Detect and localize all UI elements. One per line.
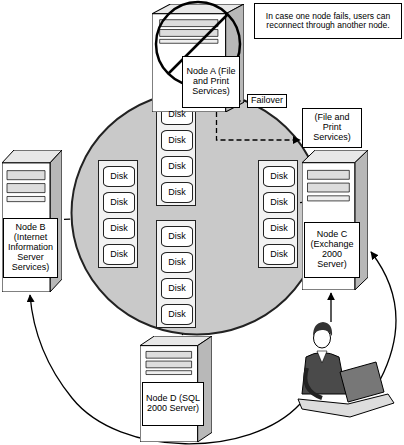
disk-label: Disk	[104, 245, 134, 264]
note-box: In case one node fails, users can reconn…	[254, 3, 402, 39]
disk-label: Disk	[162, 157, 192, 176]
connector-line	[64, 218, 70, 220]
disk-label: Disk	[162, 183, 192, 202]
server-illustration	[152, 4, 244, 112]
disk-label: Disk	[162, 105, 192, 124]
disk: Disk	[161, 182, 193, 203]
node-label: Node A (File and Print Services)	[182, 56, 240, 108]
node-label: Node B (Internet Information Server Serv…	[3, 218, 58, 278]
edge-label: Failover	[247, 94, 287, 108]
reconnect-arc	[371, 252, 396, 380]
storage-ellipse	[72, 92, 323, 335]
disk: Disk	[103, 244, 135, 265]
disk-label: Disk	[264, 245, 294, 264]
disk-label: Disk	[162, 279, 192, 298]
disk: Disk	[161, 130, 193, 151]
disk-stack: DiskDiskDiskDisk	[258, 160, 298, 268]
disk-label: Disk	[162, 253, 192, 272]
disk: Disk	[161, 278, 193, 299]
user-hair	[313, 322, 332, 336]
user-head	[314, 328, 331, 348]
disk-label: Disk	[162, 227, 192, 246]
connector-line	[300, 200, 323, 202]
disk-stack: DiskDiskDiskDisk	[156, 98, 196, 206]
disk: Disk	[103, 166, 135, 187]
server-illustration	[2, 150, 62, 292]
disk: Disk	[161, 304, 193, 325]
note-text: In case one node fails, users can reconn…	[255, 4, 401, 38]
disk: Disk	[263, 192, 295, 213]
disk-label: Disk	[264, 167, 294, 186]
disk-label: Disk	[104, 193, 134, 212]
connector-line	[197, 90, 198, 112]
node-label: (File and Print Services)	[302, 108, 362, 148]
reconnect-arrow	[330, 293, 331, 322]
user-body	[302, 353, 346, 395]
disk-label: Disk	[264, 193, 294, 212]
server-node: (File and Print Services) Node C (Exchang…	[300, 108, 370, 290]
node-label: Node D (SQL 2000 Server)	[142, 382, 204, 426]
shared-disk-array: DiskDiskDiskDiskDiskDiskDiskDiskDiskDisk…	[70, 90, 324, 336]
disk: Disk	[263, 218, 295, 239]
laptop-screen	[340, 362, 384, 402]
disk-stack: DiskDiskDiskDisk	[98, 160, 138, 268]
disk-label: Disk	[264, 219, 294, 238]
laptop-base	[298, 394, 394, 417]
server-illustration	[140, 336, 212, 442]
disk: Disk	[263, 244, 295, 265]
disk-label: Disk	[104, 219, 134, 238]
disk: Disk	[161, 104, 193, 125]
failed-mark-circle	[156, 2, 240, 86]
connector-line	[182, 334, 183, 335]
leader-line	[228, 101, 247, 102]
disk: Disk	[103, 218, 135, 239]
disk-label: Disk	[162, 305, 192, 324]
disk: Disk	[161, 252, 193, 273]
disk-label: Disk	[104, 167, 134, 186]
failed-mark-slash	[168, 14, 228, 74]
user-collar	[317, 351, 327, 363]
disk: Disk	[161, 156, 193, 177]
server-illustration	[302, 150, 368, 290]
user-arm	[305, 368, 322, 398]
disk: Disk	[161, 226, 193, 247]
disk: Disk	[263, 166, 295, 187]
disk-stack: DiskDiskDiskDisk	[156, 220, 196, 328]
disk-label: Disk	[162, 131, 192, 150]
disk: Disk	[103, 192, 135, 213]
server-node: Node D (SQL 2000 Server)	[138, 334, 214, 444]
server-node: Node B (Internet Information Server Serv…	[0, 148, 64, 294]
failover-arrow	[217, 112, 301, 140]
node-label: Node C (Exchange 2000 Server)	[304, 222, 360, 278]
